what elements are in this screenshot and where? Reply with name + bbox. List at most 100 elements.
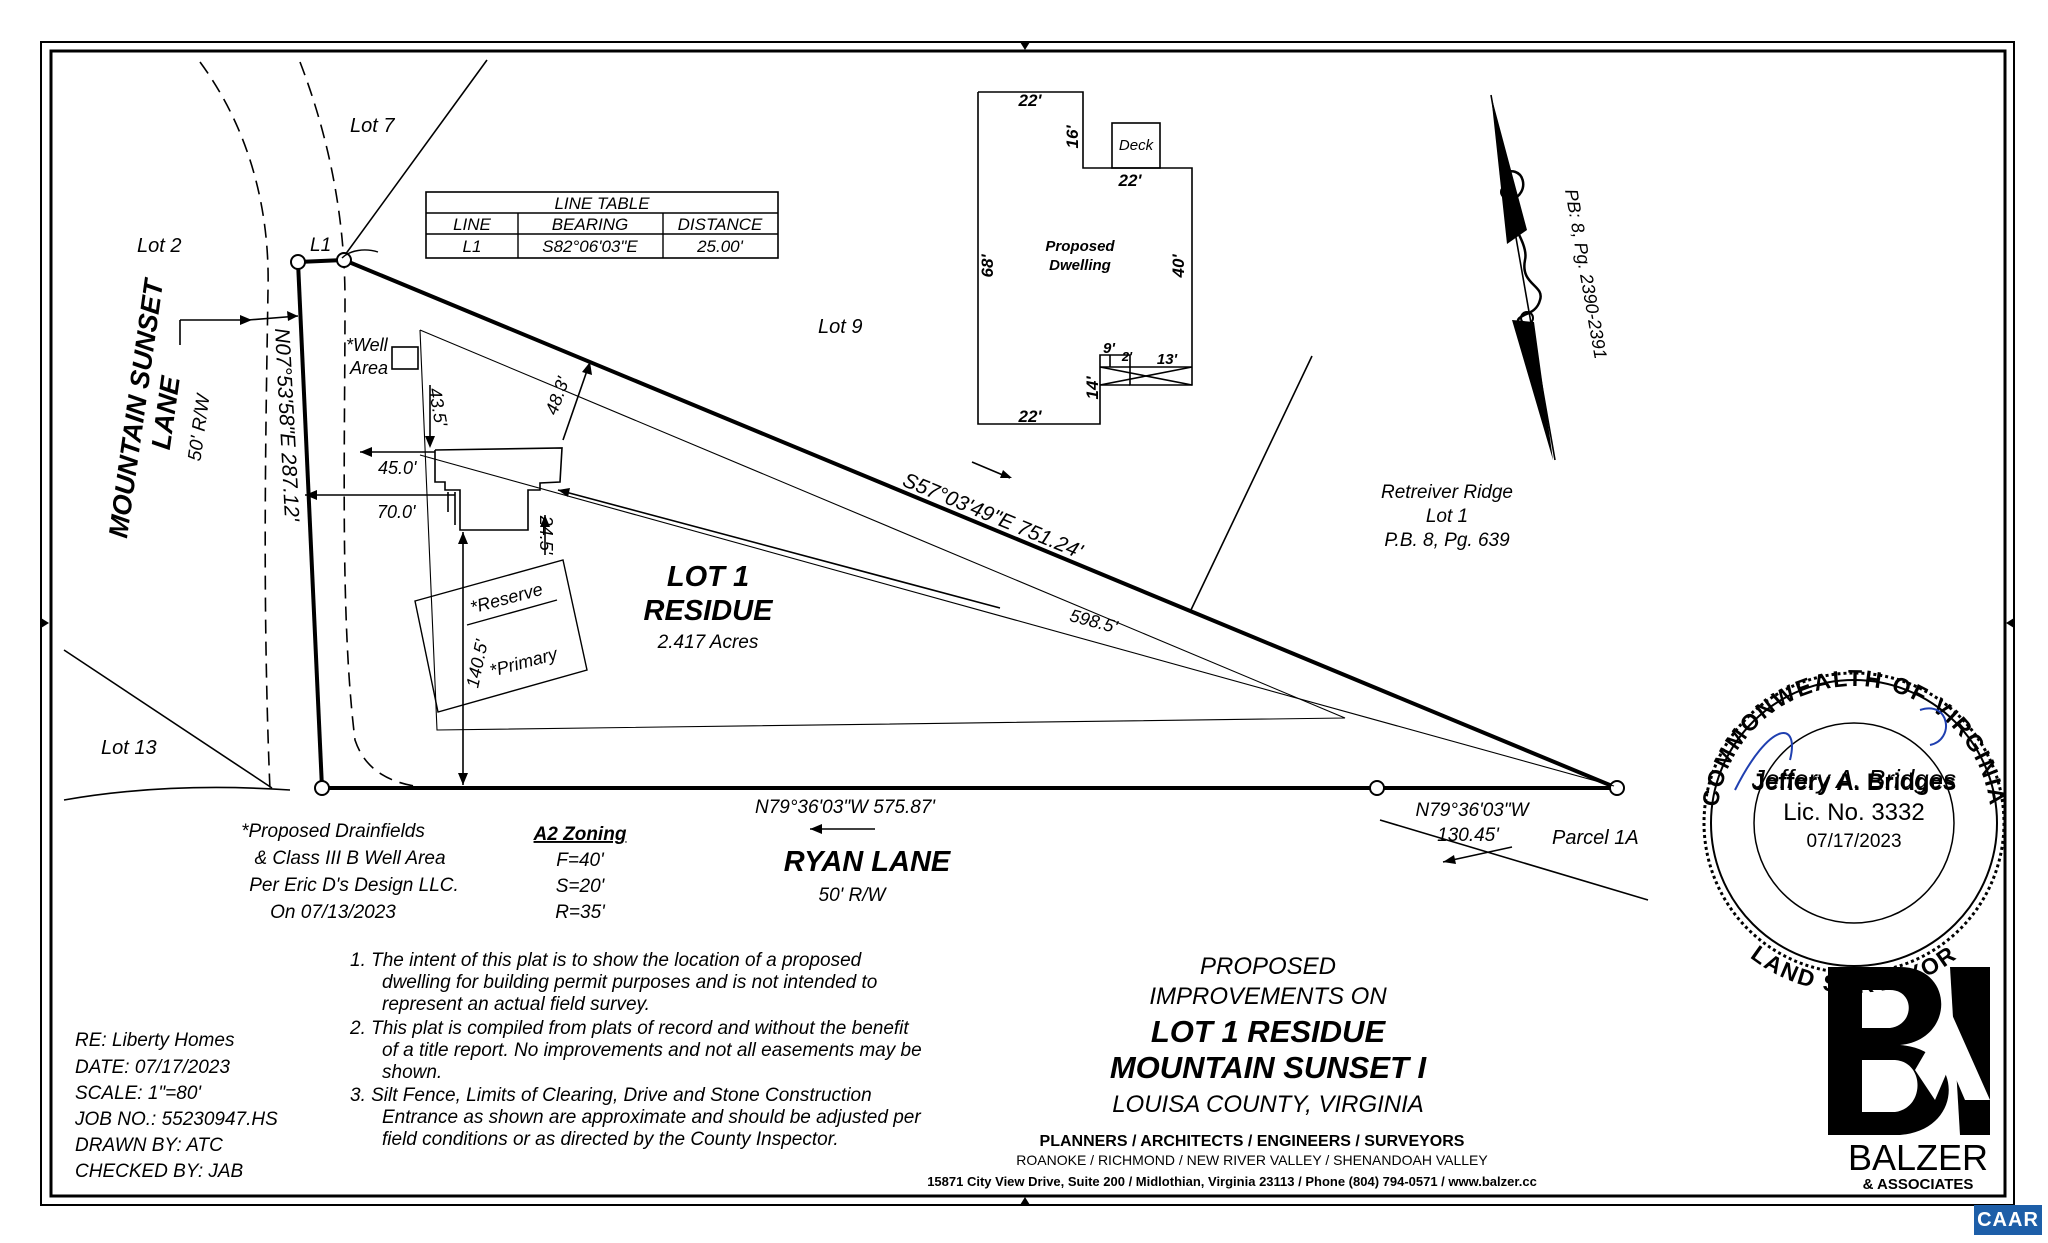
dim-45-0: 45.0' (378, 458, 417, 478)
dwelling-dim-9: 9' (1103, 340, 1115, 357)
title-line1: PROPOSED (1200, 953, 1336, 980)
dimension-arrows (240, 311, 1456, 864)
dwelling-dim-68: 68' (978, 254, 997, 278)
road-edge-lines (63, 59, 1649, 901)
south-east-bearing-1: N79°36'03"W (1415, 800, 1530, 821)
balzer-logo: BALZER & ASSOCIATES (1828, 967, 1990, 1193)
drainfield-areas (414, 559, 588, 713)
note-line-4: 2. This plat is compiled from plats of r… (349, 1018, 909, 1039)
retreiver-line1: Retreiver Ridge (1381, 482, 1513, 503)
title-line2: IMPROVEMENTS ON (1149, 983, 1387, 1010)
mountain-sunset-rw: 50' R/W (184, 391, 214, 462)
drainfield-note-3: Per Eric D's Design LLC. (249, 875, 459, 896)
firm-address: 15871 City View Drive, Suite 200 / Midlo… (927, 1174, 1537, 1189)
house-footprint (391, 346, 563, 531)
north-arrow-icon (1490, 94, 1556, 461)
job-date: DATE: 07/17/2023 (75, 1057, 230, 1078)
drainfield-note: *Proposed Drainfields & Class III B Well… (241, 821, 459, 923)
line-table-cell-line: L1 (463, 237, 482, 256)
line-table-title: LINE TABLE (554, 194, 650, 213)
job-number: JOB NO.: 55230947.HS (74, 1109, 278, 1130)
job-drawn-by: DRAWN BY: ATC (75, 1135, 223, 1156)
job-checked-by: CHECKED BY: JAB (75, 1161, 244, 1182)
line-table-cell-distance: 25.00' (696, 237, 744, 256)
lot-labels: Lot 7 Lot 2 Lot 9 Lot 13 Parcel 1A (101, 115, 1639, 849)
zoning-f: F=40' (556, 850, 605, 871)
dwelling-label-2: Dwelling (1049, 257, 1111, 274)
line-table-cell-bearing: S82°06'03"E (542, 237, 638, 256)
title-line3: LOT 1 RESIDUE (1151, 1014, 1387, 1049)
lot-9-label: Lot 9 (818, 316, 862, 338)
note-line-6: shown. (382, 1062, 442, 1083)
dim-48-3: 48.3' (541, 374, 573, 418)
l1-label: L1 (310, 235, 331, 256)
dwelling-dim-22-top: 22' (1018, 91, 1043, 110)
seal-lic: Lic. No. 3332 (1783, 799, 1924, 826)
line-table-header-distance: DISTANCE (678, 215, 763, 234)
dwelling-dim-13: 13' (1157, 351, 1178, 368)
line-table: LINE TABLE LINE BEARING DISTANCE L1 S82°… (425, 191, 779, 259)
retreiver-line3: P.B. 8, Pg. 639 (1384, 530, 1510, 551)
drainfield-note-4: On 07/13/2023 (270, 902, 396, 923)
property-boundary (296, 258, 1618, 790)
dwelling-dim-22-bot: 22' (1018, 407, 1043, 426)
dim-24-5: 24.5' (536, 515, 556, 555)
caar-badge: CAAR (1974, 1205, 2042, 1235)
zoning-s: S=20' (556, 876, 606, 897)
firm-offices: ROANOKE / RICHMOND / NEW RIVER VALLEY / … (1016, 1152, 1488, 1168)
ryan-lane-label: RYAN LANE (784, 846, 952, 878)
mountain-sunset-lane-label: MOUNTAIN SUNSET LANE 50' R/W (103, 275, 215, 540)
dwelling-labels: Proposed Dwelling Deck 22' 16' 22' 68' 4… (978, 91, 1188, 426)
dim-598-5: 598.5' (1068, 605, 1121, 637)
seal-signature: Jeffery A. Bridges (1751, 764, 1956, 794)
line-table-header-bearing: BEARING (552, 215, 629, 234)
dwelling-dim-16: 16' (1063, 125, 1082, 149)
parcel-1a-label: Parcel 1A (1552, 827, 1639, 849)
lot-7-label: Lot 7 (350, 115, 395, 137)
dwelling-label-1: Proposed (1045, 238, 1115, 255)
zoning-r: R=35' (555, 902, 606, 923)
north-ref-label: PB: 8, Pg. 2390-2391 (1561, 187, 1611, 360)
lot-residue-label: LOT 1 RESIDUE 2.417 Acres (644, 561, 775, 653)
retreiver-ridge-label: Retreiver Ridge Lot 1 P.B. 8, Pg. 639 (1381, 482, 1513, 551)
title-line4: MOUNTAIN SUNSET I (1110, 1050, 1428, 1085)
reserve-label: *Reserve (468, 579, 545, 617)
balzer-logo-name: BALZER (1848, 1137, 1988, 1178)
sheet-frame (40, 41, 2015, 1206)
lot-residue-line2: RESIDUE (644, 595, 775, 627)
dwelling-plan (977, 91, 1193, 425)
note-line-7: 3. Silt Fence, Limits of Clearing, Drive… (350, 1085, 872, 1106)
well-label-1: *Well (346, 335, 389, 355)
dwelling-dim-2: 2' (1121, 349, 1133, 364)
note-line-1: 1. The intent of this plat is to show th… (350, 950, 863, 971)
dwelling-dim-14: 14' (1083, 376, 1102, 400)
drainfield-note-1: *Proposed Drainfields (241, 821, 425, 842)
note-line-2: dwelling for building permit purposes an… (382, 972, 877, 993)
balzer-logo-sub: & ASSOCIATES (1863, 1176, 1974, 1193)
note-line-3: represent an actual field survey. (382, 994, 650, 1015)
job-scale: SCALE: 1"=80' (75, 1083, 202, 1104)
line-table-header-line: LINE (453, 215, 491, 234)
firm-tagline: PLANNERS / ARCHITECTS / ENGINEERS / SURV… (1040, 1133, 1465, 1150)
seal-name: Jeffery A. Bridges (1752, 769, 1957, 796)
dim-43-5: 43.5' (425, 386, 451, 428)
mountain-sunset-row-lines (199, 61, 431, 791)
lot-residue-line1: LOT 1 (667, 561, 749, 593)
job-info: RE: Liberty Homes DATE: 07/17/2023 SCALE… (74, 1030, 278, 1182)
note-line-5: of a title report. No improvements and n… (382, 1040, 922, 1061)
surveyor-seal: COMMONWEALTH OF VIRGINIA LAND SURVEYOR J… (1697, 665, 2009, 998)
dwelling-dim-40: 40' (1169, 254, 1188, 279)
l1-leader (341, 249, 379, 259)
retreiver-line2: Lot 1 (1426, 506, 1468, 527)
ryan-lane-rw: 50' R/W (819, 885, 888, 906)
title-block: PROPOSED IMPROVEMENTS ON LOT 1 RESIDUE M… (1110, 953, 1428, 1118)
dwelling-dim-22-mid: 22' (1118, 171, 1143, 190)
dim-70-0: 70.0' (377, 502, 416, 522)
lot-13-label: Lot 13 (101, 737, 157, 759)
primary-label: *Primary (488, 643, 561, 680)
lot-2-label: Lot 2 (137, 235, 181, 257)
drainfield-note-2: & Class III B Well Area (254, 848, 445, 869)
note-line-8: Entrance as shown are approximate and sh… (382, 1107, 921, 1128)
seal-date: 07/17/2023 (1806, 831, 1901, 852)
